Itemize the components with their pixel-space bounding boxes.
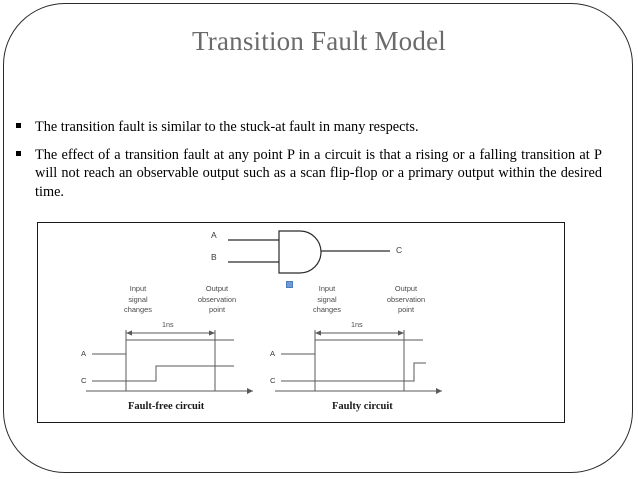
panel-faulty-output-annotation: Output observation point [377,284,435,316]
list-item-text: The effect of a transition fault at any … [35,146,602,201]
figure-container[interactable]: A B C Input signal changes Output observ… [37,222,565,423]
gate-input-b-label: B [211,252,217,262]
gate-input-a-label: A [211,230,217,240]
annotation-line: observation [197,294,237,304]
panel-fault-free-dimension-label: 1ns [162,320,174,329]
circuit-and-timing-diagram [86,230,442,394]
annotation-line: Input [318,284,336,293]
panel-fault-free-signal-a-label: A [81,349,87,358]
annotation-line: point [397,305,415,315]
panel-faulty-input-annotation: Input signal changes [307,284,347,316]
list-item: The transition fault is similar to the s… [14,118,602,137]
panel-fault-free-output-annotation: Output observation point [188,284,246,316]
list-item: The effect of a transition fault at any … [14,146,602,202]
and-gate-symbol [228,230,390,274]
selection-handle[interactable] [286,281,293,288]
annotation-line: Output [205,284,229,293]
bullet-square-icon [16,123,21,128]
annotation-line: changes [313,305,341,315]
panel-fault-free-input-annotation: Input signal changes [118,284,158,316]
waveform-panel-faulty [275,330,442,394]
panel-fault-free-signal-c-label: C [81,376,87,385]
gate-output-c-label: C [396,245,403,255]
annotation-line: signal [128,294,148,304]
waveform-panel-fault-free [86,330,253,394]
annotation-line: observation [386,294,426,304]
annotation-line: Input [129,284,147,293]
panel-faulty-dimension-label: 1ns [351,320,363,329]
page-title: Transition Fault Model [192,26,446,56]
annotation-line: changes [124,305,152,315]
bullet-list: The transition fault is similar to the s… [14,118,602,211]
panel-faulty-signal-a-label: A [270,349,276,358]
annotation-line: signal [317,294,337,304]
annotation-line: Output [394,284,418,293]
bullet-square-icon [16,150,21,156]
list-item-text: The transition fault is similar to the s… [35,119,419,135]
panel-faulty-signal-c-label: C [270,376,276,385]
panel-fault-free-caption: Fault-free circuit [128,401,205,412]
annotation-line: point [208,305,226,315]
panel-faulty-caption: Faulty circuit [332,401,393,412]
